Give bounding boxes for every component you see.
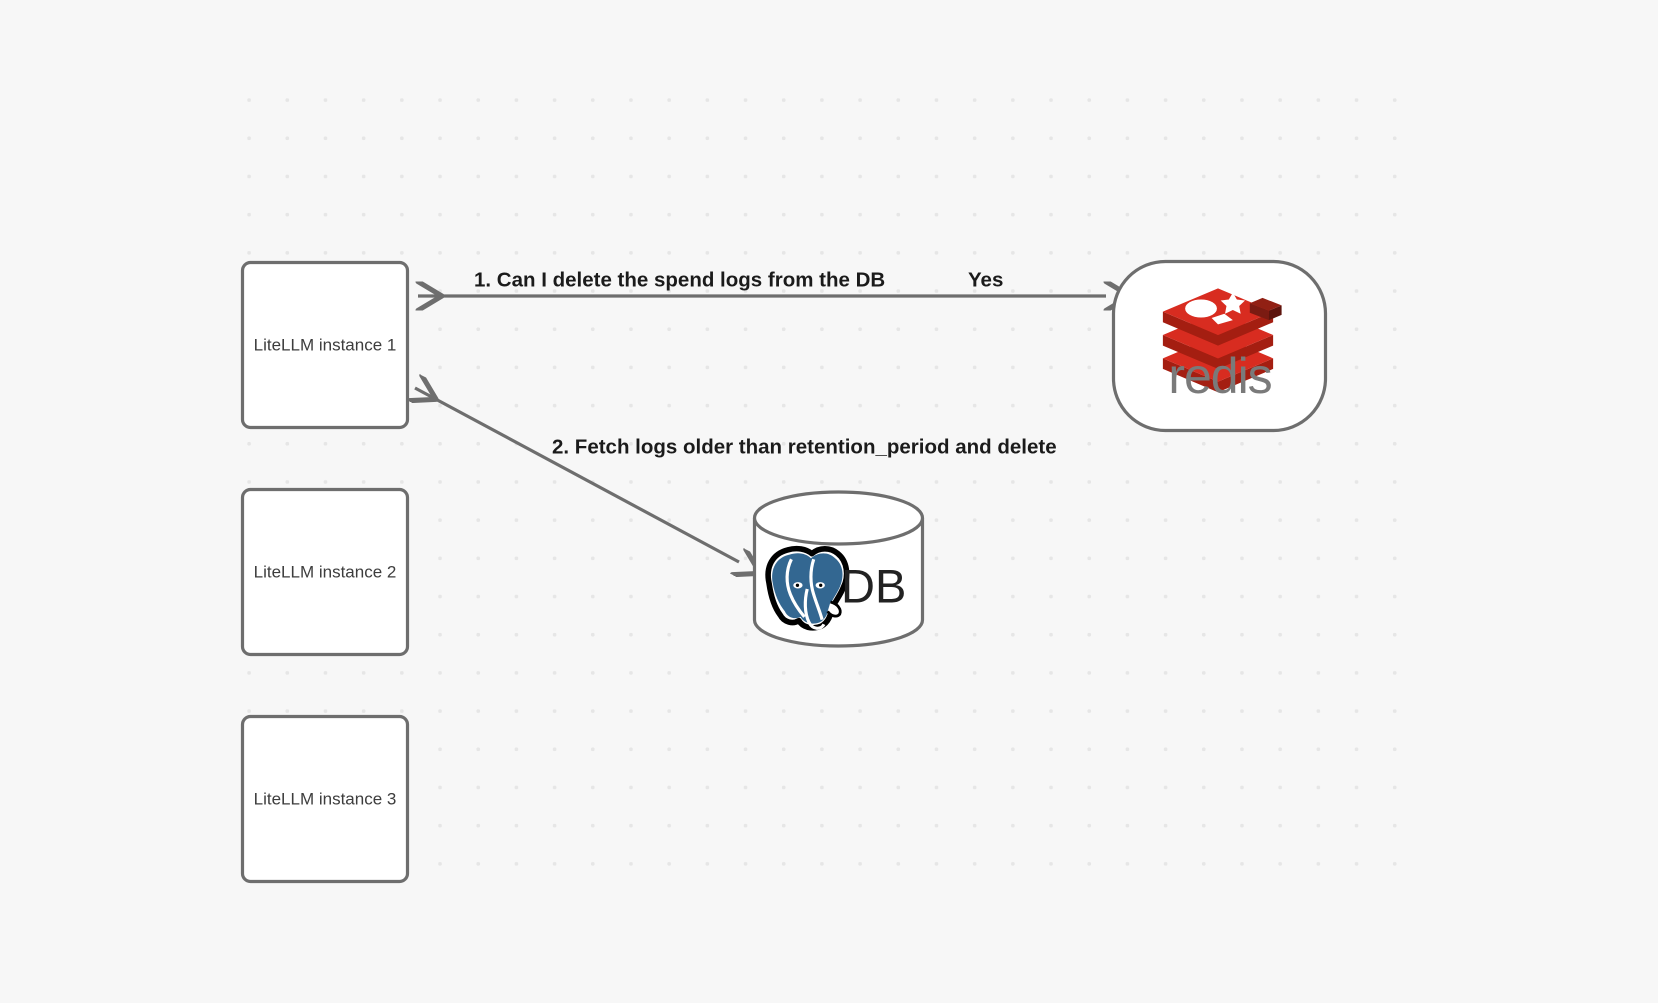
redis-wordmark: redis [1168, 348, 1271, 404]
node-litellm-instance-1[interactable]: LiteLLM instance 1 [240, 260, 410, 430]
edge-litellm1-redis: 1. Can I delete the spend logs from the … [418, 268, 1106, 296]
edge-litellm1-db: 2. Fetch logs older than retention_perio… [415, 388, 1057, 562]
edge-label-1: 1. Can I delete the spend logs from the … [474, 268, 885, 291]
node-redis[interactable]: redis [1111, 259, 1328, 433]
edge-label-2: 2. Fetch logs older than retention_perio… [552, 435, 1057, 458]
litellm-3-label: LiteLLM instance 3 [254, 789, 397, 808]
db-cylinder-top [752, 490, 925, 546]
postgres-elephant-icon [765, 545, 850, 631]
node-postgres-db[interactable]: DB [752, 490, 925, 648]
litellm-2-box[interactable] [240, 487, 410, 657]
edge-line-2 [415, 388, 739, 562]
node-litellm-instance-2[interactable]: LiteLLM instance 2 [240, 487, 410, 657]
edge-label-1-reply: Yes [968, 268, 1003, 291]
node-litellm-instance-3[interactable]: LiteLLM instance 3 [240, 714, 410, 884]
litellm-1-box[interactable] [240, 260, 410, 430]
litellm-2-label: LiteLLM instance 2 [254, 562, 397, 581]
litellm-3-box[interactable] [240, 714, 410, 884]
litellm-1-label: LiteLLM instance 1 [254, 335, 397, 354]
db-label: DB [841, 559, 906, 612]
